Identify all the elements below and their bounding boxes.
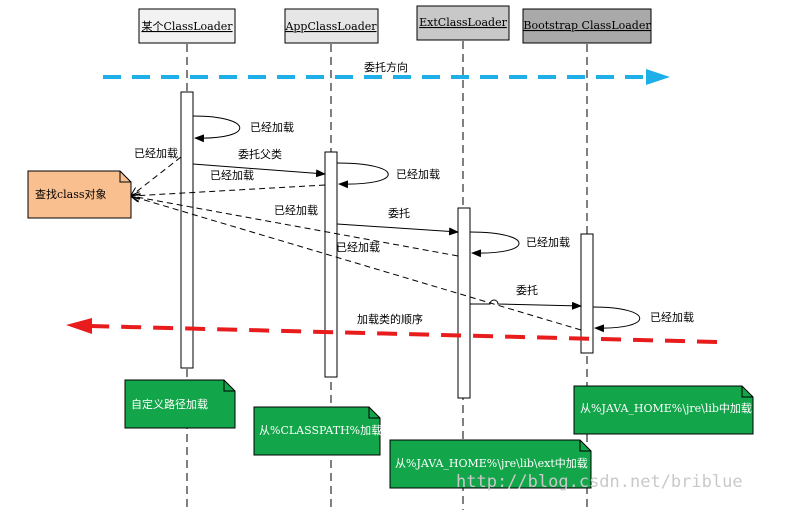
delegate-bootstrap-message [470,299,582,310]
activation-custom [180,91,194,369]
delegation-direction-label: 委托方向 [364,60,408,74]
participant-label: ExtClassLoader [419,16,507,29]
participant-label: AppClassLoader [284,20,377,33]
find-class-note: 查找class对象 [27,170,132,219]
loaded-label-return-ext: 已经加载 [274,204,318,217]
activation-app [324,151,338,378]
note-ext: 从%JAVA_HOME%\jre\lib\ext中加载 [389,439,592,489]
note-classpath-text: 从%CLASSPATH%加载 [259,424,382,437]
loaded-label-return-bootstrap: 已经加载 [336,241,380,254]
self-loop-custom [192,115,241,143]
note-ext-text: 从%JAVA_HOME%\jre\lib\ext中加载 [395,457,588,470]
return-ext-to-find [131,196,459,257]
loaded-label-ext: 已经加载 [526,236,570,249]
return-bootstrap-to-find [131,196,582,331]
activation-ext [457,207,471,399]
delegate-label-ext: 委托 [388,206,410,220]
delegate-label-bootstrap: 委托 [516,283,538,297]
watermark: http://blog.csdn.net/briblue [456,472,743,492]
self-loop-ext [469,231,520,258]
note-bootstrap-text: 从%JAVA_HOME%\jre\lib中加载 [580,402,752,415]
loaded-label-custom: 已经加载 [250,121,294,134]
participant-label: 某个ClassLoader [141,20,233,33]
delegate-parent-message [192,163,326,178]
participant-label: Bootstrap ClassLoader [523,19,651,32]
load-order-label: 加载类的顺序 [357,312,423,326]
note-bootstrap: 从%JAVA_HOME%\jre\lib中加载 [573,385,754,435]
find-class-note-text: 查找class对象 [35,187,107,201]
participant-ext-classloader: ExtClassLoader [416,5,510,41]
loaded-label-return-app: 已经加载 [210,169,254,182]
note-classpath: 从%CLASSPATH%加载 [253,406,382,456]
delegate-ext-message [336,223,459,236]
self-loop-app [336,162,389,189]
loaded-label-bootstrap: 已经加载 [650,311,694,324]
load-order-arrow [66,318,718,344]
note-custom-path-text: 自定义路径加载 [131,397,208,411]
return-custom-to-find [131,156,182,196]
loaded-label-return-custom: 已经加载 [134,147,178,160]
self-loop-bootstrap [592,306,641,333]
participant-custom-classloader: 某个ClassLoader [138,8,236,44]
note-custom-path: 自定义路径加载 [124,379,236,429]
participant-app-classloader: AppClassLoader [284,8,379,44]
delegation-direction-arrow [103,69,670,85]
activation-bootstrap [580,233,594,354]
delegate-parent-label: 委托父类 [238,147,282,161]
return-app-to-find [131,184,326,196]
loaded-label-app: 已经加载 [396,168,440,181]
participant-bootstrap-classloader: Bootstrap ClassLoader [522,8,652,44]
